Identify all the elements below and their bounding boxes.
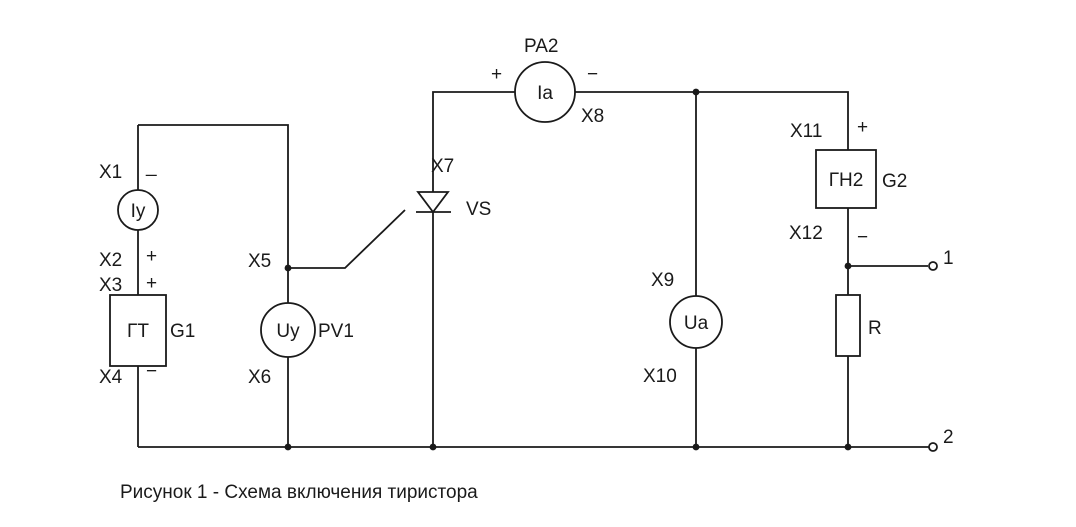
voltmeter-uy-label: Uy — [276, 321, 300, 342]
terminal-1-label: 1 — [943, 248, 954, 269]
label-x12: X12 — [789, 223, 823, 244]
junction-top-right — [692, 88, 700, 96]
label-x4: X4 — [99, 367, 123, 388]
label-x6: X6 — [248, 367, 271, 388]
ammeter-ia — [514, 61, 576, 123]
voltmeter-ua — [669, 295, 723, 349]
wires — [137, 91, 930, 448]
label-pv1: PV1 — [318, 321, 354, 342]
junction-x10-bottom — [692, 443, 700, 451]
label-x11: X11 — [790, 121, 822, 142]
ammeter-ia-label: Ia — [537, 83, 553, 104]
label-x2: X2 — [99, 250, 122, 271]
ammeter-iy-label: Iy — [131, 201, 146, 222]
resistor-r-label: R — [868, 318, 882, 339]
sign-pa2-minus: − — [587, 64, 598, 85]
label-x9: X9 — [651, 270, 674, 291]
voltmeter-uy — [260, 302, 316, 358]
generator-gn2-label: ГН2 — [829, 170, 864, 191]
sign-x12-minus: − — [857, 227, 868, 248]
terminal-1 — [928, 261, 938, 271]
junctions — [284, 88, 852, 451]
terminal-2 — [928, 442, 938, 452]
junction-x5 — [284, 264, 292, 272]
label-g1: G1 — [170, 321, 195, 342]
label-x10: X10 — [643, 366, 677, 387]
thyristor-vs-label: VS — [466, 199, 491, 220]
sign-x11-plus: + — [857, 117, 868, 138]
sign-pa2-plus: + — [491, 64, 502, 85]
sign-x2-plus: + — [146, 246, 157, 267]
sign-x1-minus: _ — [145, 156, 157, 177]
label-x3: X3 — [99, 275, 122, 296]
thyristor-vs — [416, 191, 451, 214]
ammeter-iy — [117, 189, 159, 231]
label-g2: G2 — [882, 171, 907, 192]
junction-r-bottom — [844, 443, 852, 451]
label-x8: X8 — [581, 106, 604, 127]
junction-x6-bottom — [284, 443, 292, 451]
label-x7: X7 — [431, 156, 454, 177]
label-x1: X1 — [99, 162, 122, 183]
resistor-r — [835, 294, 861, 357]
generator-gt-label: ГТ — [127, 321, 149, 342]
terminal-2-label: 2 — [943, 427, 954, 448]
sign-x3-plus: + — [146, 273, 157, 294]
sign-x4-minus: − — [146, 361, 157, 382]
generator-gt — [109, 294, 167, 367]
figure-caption: Рисунок 1 - Схема включения тиристора — [120, 482, 478, 503]
voltmeter-ua-label: Ua — [684, 313, 709, 334]
label-pa2: PA2 — [524, 36, 559, 57]
generator-gn2 — [815, 149, 877, 209]
junction-x12 — [844, 262, 852, 270]
junction-vs-bottom — [429, 443, 437, 451]
label-x5: X5 — [248, 251, 271, 272]
